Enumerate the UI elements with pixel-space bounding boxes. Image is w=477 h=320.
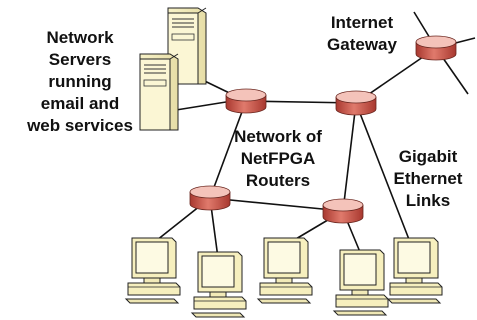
server-icon <box>139 53 179 131</box>
gateway-label: Internet Gateway <box>312 12 412 56</box>
links-label-line: Links <box>405 191 451 210</box>
router-icon <box>322 198 364 224</box>
computer-icon <box>387 237 443 304</box>
routers-label-line: Network of <box>234 127 322 146</box>
link-router-pc5 <box>355 102 411 243</box>
link-router-router2 <box>209 100 247 199</box>
link-router2-router3 <box>209 197 344 212</box>
links-label-line: Gigabit <box>398 147 458 166</box>
link-router-router3 <box>342 102 357 212</box>
computer-icon <box>257 237 313 304</box>
servers-label-line: running <box>48 72 112 91</box>
links-label: Gigabit Ethernet Links <box>386 146 470 212</box>
servers-label: Network Servers running email and web se… <box>18 27 142 137</box>
routers-label: Network of NetFPGA Routers <box>228 126 328 192</box>
servers-label-line: web services <box>27 116 133 135</box>
router-icon <box>189 185 231 211</box>
computer-icon <box>333 249 389 316</box>
router-icon <box>415 35 457 61</box>
links-label-line: Ethernet <box>393 169 463 188</box>
gateway-label-line: Gateway <box>327 35 397 54</box>
router-icon <box>335 90 377 116</box>
computer-icon <box>191 251 247 318</box>
routers-label-line: Routers <box>245 171 311 190</box>
link-server2-router <box>175 101 227 111</box>
gateway-label-line: Internet <box>330 13 394 32</box>
computer-icon <box>125 237 181 304</box>
router-icon <box>225 88 267 114</box>
servers-label-line: email and <box>40 94 120 113</box>
servers-label-line: Network <box>46 28 114 47</box>
servers-label-line: Servers <box>48 50 112 69</box>
routers-label-line: NetFPGA <box>240 149 316 168</box>
